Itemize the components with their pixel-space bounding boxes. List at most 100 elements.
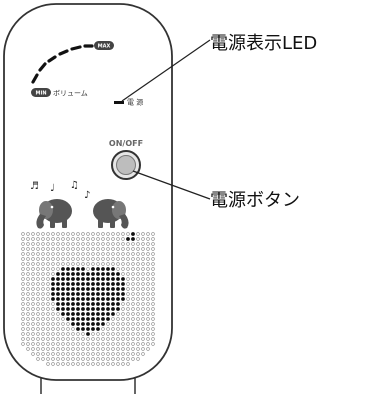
grille-dot bbox=[136, 237, 140, 241]
grille-dot bbox=[116, 267, 120, 271]
grille-dot bbox=[41, 312, 45, 316]
grille-dot bbox=[101, 347, 105, 351]
grille-dot bbox=[76, 262, 80, 266]
grille-dot bbox=[136, 297, 140, 301]
grille-dot bbox=[51, 327, 55, 331]
grille-dot bbox=[101, 262, 105, 266]
grille-dot bbox=[21, 282, 25, 286]
grille-dot bbox=[21, 312, 25, 316]
grille-dot-heart bbox=[71, 277, 75, 281]
grille-dot-heart bbox=[116, 277, 120, 281]
grille-dot-heart bbox=[91, 282, 95, 286]
grille-dot bbox=[81, 357, 85, 361]
grille-dot bbox=[46, 277, 50, 281]
grille-dot-heart bbox=[91, 302, 95, 306]
grille-dot bbox=[51, 267, 55, 271]
grille-dot bbox=[51, 317, 55, 321]
grille-dot bbox=[21, 327, 25, 331]
grille-dot bbox=[41, 277, 45, 281]
grille-dot-heart bbox=[76, 302, 80, 306]
grille-dot-heart bbox=[116, 282, 120, 286]
grille-dot bbox=[91, 362, 95, 366]
grille-dot-heart bbox=[76, 312, 80, 316]
volume-label: ボリューム bbox=[53, 90, 88, 98]
grille-dot bbox=[56, 352, 60, 356]
grille-dot bbox=[41, 272, 45, 276]
grille-dot-heart bbox=[111, 287, 115, 291]
grille-dot-heart bbox=[76, 307, 80, 311]
grille-dot bbox=[131, 267, 135, 271]
grille-dot bbox=[46, 362, 50, 366]
grille-dot bbox=[131, 297, 135, 301]
grille-dot-heart bbox=[71, 292, 75, 296]
grille-dot bbox=[71, 242, 75, 246]
grille-dot bbox=[21, 302, 25, 306]
grille-dot-heart bbox=[51, 282, 55, 286]
grille-dot bbox=[121, 302, 125, 306]
grille-dot bbox=[71, 262, 75, 266]
grille-dot bbox=[116, 347, 120, 351]
grille-dot bbox=[101, 362, 105, 366]
grille-dot-heart bbox=[61, 297, 65, 301]
grille-dot bbox=[26, 252, 30, 256]
grille-dot bbox=[116, 332, 120, 336]
grille-dot bbox=[151, 327, 155, 331]
grille-dot bbox=[116, 257, 120, 261]
grille-dot bbox=[56, 357, 60, 361]
grille-dot bbox=[91, 347, 95, 351]
grille-dot bbox=[141, 332, 145, 336]
grille-dot bbox=[36, 297, 40, 301]
grille-dot-heart bbox=[86, 317, 90, 321]
grille-dot-heart bbox=[116, 292, 120, 296]
grille-dot bbox=[121, 322, 125, 326]
grille-dot-heart bbox=[96, 327, 100, 331]
grille-dot bbox=[91, 232, 95, 236]
grille-dot bbox=[121, 252, 125, 256]
grille-dot bbox=[116, 337, 120, 341]
grille-dot bbox=[146, 257, 150, 261]
grille-dot bbox=[76, 247, 80, 251]
grille-dot-heart bbox=[66, 292, 70, 296]
grille-dot bbox=[151, 277, 155, 281]
grille-dot bbox=[141, 237, 145, 241]
grille-dot bbox=[126, 337, 130, 341]
grille-dot-heart bbox=[91, 317, 95, 321]
grille-dot bbox=[121, 257, 125, 261]
grille-dot bbox=[121, 357, 125, 361]
grille-dot bbox=[131, 317, 135, 321]
grille-dot bbox=[126, 302, 130, 306]
grille-dot-heart bbox=[86, 327, 90, 331]
grille-dot bbox=[61, 332, 65, 336]
grille-dot bbox=[81, 237, 85, 241]
grille-dot bbox=[81, 257, 85, 261]
grille-dot-heart bbox=[91, 267, 95, 271]
grille-dot bbox=[46, 272, 50, 276]
grille-dot bbox=[136, 287, 140, 291]
grille-dot bbox=[116, 342, 120, 346]
grille-dot bbox=[136, 317, 140, 321]
grille-dot bbox=[126, 277, 130, 281]
grille-dot bbox=[36, 347, 40, 351]
grille-dot bbox=[46, 252, 50, 256]
grille-dot bbox=[141, 342, 145, 346]
grille-dot bbox=[21, 242, 25, 246]
grille-dot bbox=[111, 332, 115, 336]
grille-dot-heart bbox=[71, 322, 75, 326]
grille-dot bbox=[61, 337, 65, 341]
grille-dot bbox=[66, 352, 70, 356]
grille-dot bbox=[31, 277, 35, 281]
grille-dot bbox=[36, 307, 40, 311]
grille-dot-heart bbox=[71, 267, 75, 271]
grille-dot bbox=[111, 322, 115, 326]
grille-dot bbox=[51, 352, 55, 356]
grille-dot bbox=[151, 302, 155, 306]
grille-dot bbox=[96, 257, 100, 261]
grille-dot-heart bbox=[61, 287, 65, 291]
grille-dot-heart bbox=[106, 287, 110, 291]
grille-dot bbox=[71, 252, 75, 256]
grille-dot bbox=[131, 277, 135, 281]
grille-dot-heart bbox=[111, 282, 115, 286]
grille-dot bbox=[21, 262, 25, 266]
grille-dot-heart bbox=[101, 267, 105, 271]
power-button[interactable] bbox=[111, 150, 141, 180]
